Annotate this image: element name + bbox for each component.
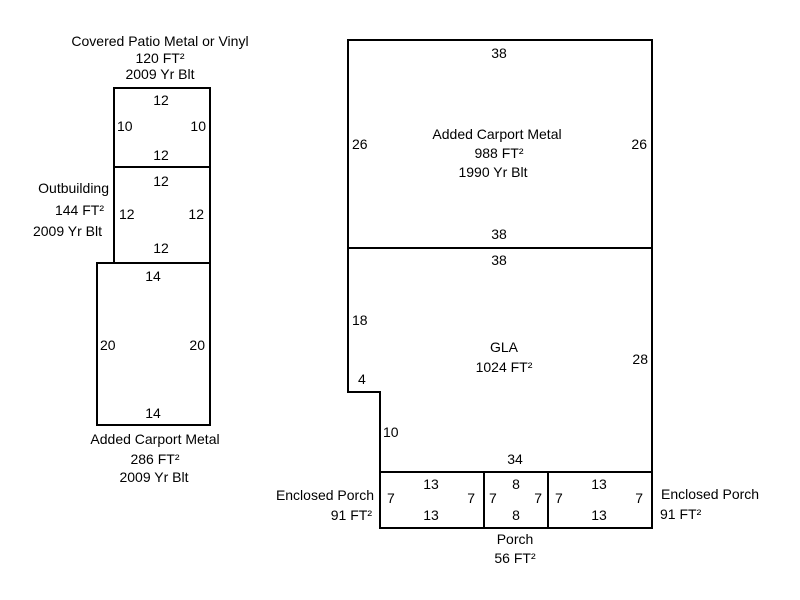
dim-right: 7 [467,490,475,506]
covered-patio: Covered Patio Metal or Vinyl 120 FT² 200… [71,33,249,168]
enclosed-porch-right-name: Enclosed Porch [661,486,759,502]
carport-small: Added Carport Metal 286 FT² 2009 Yr Blt … [90,262,220,485]
dim-bottom: 12 [153,240,169,256]
carport-small-outline [96,262,211,426]
carport-small-year: 2009 Yr Blt [119,469,188,485]
dim-right: 7 [534,490,542,506]
dim-bottom: 13 [591,507,607,523]
dim-left: 20 [100,337,116,353]
outbuilding-year: 2009 Yr Blt [33,223,102,239]
covered-patio-area: 120 FT² [135,50,184,66]
dim-top: 38 [491,252,507,268]
carport-large-area: 988 FT² [474,145,523,161]
dim-left: 12 [119,206,135,222]
dim-right: 7 [635,490,643,506]
dim-left: 7 [489,490,497,506]
dim-right: 20 [189,337,205,353]
dim-bottom: 12 [153,147,169,163]
enclosed-porch-right: Enclosed Porch 91 FT² 13 13 7 7 [547,471,759,529]
dim-notch: 4 [358,371,366,387]
carport-large-year: 1990 Yr Blt [458,164,527,180]
carport-small-area: 286 FT² [130,451,179,467]
enclosed-porch-left: Enclosed Porch 91 FT² 13 13 7 7 [276,471,485,529]
dim-bottom: 34 [507,451,523,467]
dim-bottom: 14 [145,405,161,421]
dim-right: 28 [632,351,648,367]
dim-bottom: 8 [512,507,520,523]
dim-top: 13 [423,476,439,492]
dim-top: 8 [512,476,520,492]
porch-name: Porch [497,531,534,547]
gla: GLA 1024 FT² 38 18 4 10 28 34 [347,247,653,473]
dim-top: 14 [145,268,161,284]
gla-area: 1024 FT² [476,359,533,375]
dim-left: 7 [555,490,563,506]
dim-left: 26 [352,136,368,152]
dim-right: 26 [631,136,647,152]
enclosed-porch-right-outline [547,471,653,529]
dim-right: 10 [190,118,206,134]
dim-left: 7 [387,490,395,506]
dim-bottom: 38 [491,226,507,242]
dim-left: 10 [117,118,133,134]
carport-small-name: Added Carport Metal [90,431,219,447]
outbuilding-area: 144 FT² [55,202,104,218]
dim-left-upper: 18 [352,312,368,328]
outbuilding: Outbuilding 144 FT² 2009 Yr Blt 12 12 12… [33,166,211,264]
carport-large-outline [347,39,653,249]
carport-large: Added Carport Metal 988 FT² 1990 Yr Blt … [347,39,653,249]
dim-top: 12 [153,92,169,108]
dim-top: 13 [591,476,607,492]
enclosed-porch-left-name: Enclosed Porch [276,487,374,503]
enclosed-porch-left-area: 91 FT² [331,507,373,523]
gla-name: GLA [490,339,519,355]
dim-bottom: 13 [423,507,439,523]
dim-top: 38 [491,45,507,61]
dim-left-lower: 10 [383,424,399,440]
dim-right: 12 [188,206,204,222]
covered-patio-year: 2009 Yr Blt [125,66,194,82]
dim-top: 12 [153,173,169,189]
outbuilding-name: Outbuilding [38,180,109,196]
porch-area: 56 FT² [494,550,536,566]
porch: Porch 56 FT² 8 8 7 7 [483,471,549,566]
covered-patio-name: Covered Patio Metal or Vinyl [71,33,248,49]
enclosed-porch-right-area: 91 FT² [660,506,702,522]
carport-large-name: Added Carport Metal [432,126,561,142]
